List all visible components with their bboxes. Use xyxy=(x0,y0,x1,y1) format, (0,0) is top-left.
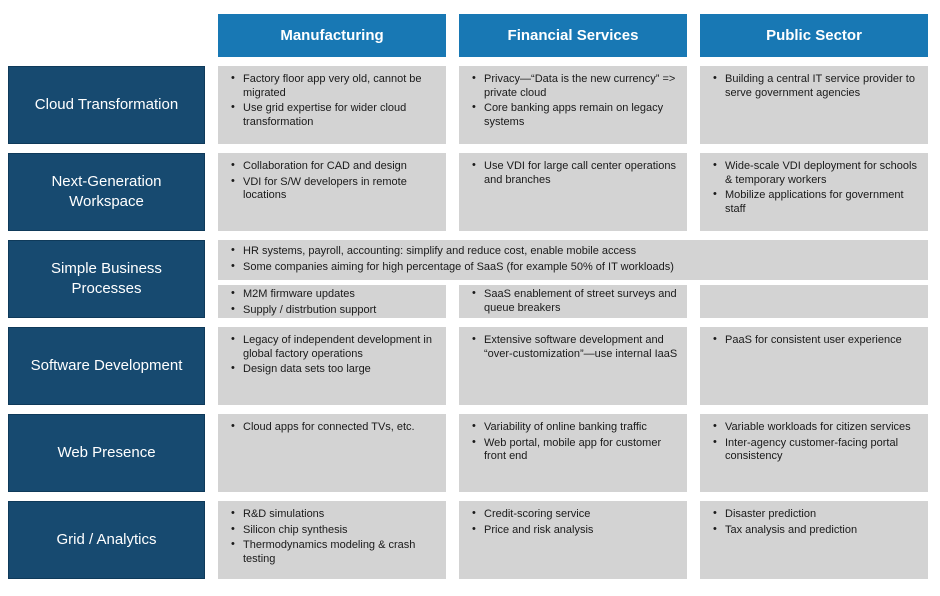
bullet-item: Silicon chip synthesis xyxy=(230,523,438,538)
row-header-software-development: Software Development xyxy=(8,327,205,405)
bullet-item: Variable workloads for citizen services xyxy=(712,420,920,435)
row-header-cloud-transformation: Cloud Transformation xyxy=(8,66,205,144)
bullet-item: Web portal, mobile app for customer fron… xyxy=(471,436,679,464)
bullet-list: M2M firmware updatesSupply / distrbution… xyxy=(218,285,446,318)
row-header-next-generation-workspace: Next-Generation Workspace xyxy=(8,153,205,231)
bullet-item: Core banking apps remain on legacy syste… xyxy=(471,101,679,129)
bullet-list: PaaS for consistent user experience xyxy=(700,327,928,355)
bullet-item: Use VDI for large call center operations… xyxy=(471,159,679,187)
row-header-web-presence: Web Presence xyxy=(8,414,205,492)
bullet-item: HR systems, payroll, accounting: simplif… xyxy=(230,244,920,259)
bullet-item: Thermodynamics modeling & crash testing xyxy=(230,538,438,566)
bullet-item: SaaS enablement of street surveys and qu… xyxy=(471,287,679,315)
bullet-list: HR systems, payroll, accounting: simplif… xyxy=(218,240,928,279)
bullet-list: Legacy of independent development in glo… xyxy=(218,327,446,384)
bullet-list: Building a central IT service provider t… xyxy=(700,66,928,107)
cell-grid-analytics-financial-services: Credit-scoring servicePrice and risk ana… xyxy=(459,501,687,579)
bullet-list: Credit-scoring servicePrice and risk ana… xyxy=(459,501,687,544)
cell-cloud-transformation-public-sector: Building a central IT service provider t… xyxy=(700,66,928,144)
cell-next-generation-workspace-manufacturing: Collaboration for CAD and designVDI for … xyxy=(218,153,446,231)
cell-web-presence-public-sector: Variable workloads for citizen servicesI… xyxy=(700,414,928,492)
bullet-item: Tax analysis and prediction xyxy=(712,523,920,538)
cell-web-presence-manufacturing: Cloud apps for connected TVs, etc. xyxy=(218,414,446,492)
industry-matrix-table: Manufacturing Financial Services Public … xyxy=(8,14,928,579)
bullet-item: Supply / distrbution support xyxy=(230,303,438,318)
bullet-list: Factory floor app very old, cannot be mi… xyxy=(218,66,446,137)
column-header-financial-services: Financial Services xyxy=(459,14,687,57)
bullet-item: Use grid expertise for wider cloud trans… xyxy=(230,101,438,129)
cell-next-generation-workspace-financial-services: Use VDI for large call center operations… xyxy=(459,153,687,231)
bullet-item: Factory floor app very old, cannot be mi… xyxy=(230,72,438,100)
bullet-item: PaaS for consistent user experience xyxy=(712,333,920,348)
bullet-list: Privacy—“Data is the new currency” => pr… xyxy=(459,66,687,137)
bullet-item: Legacy of independent development in glo… xyxy=(230,333,438,361)
bullet-item: Mobilize applications for government sta… xyxy=(712,188,920,216)
bullet-item: Wide-scale VDI deployment for schools & … xyxy=(712,159,920,187)
bullet-item: Credit-scoring service xyxy=(471,507,679,522)
cell-grid-analytics-manufacturing: R&D simulationsSilicon chip synthesisThe… xyxy=(218,501,446,579)
row-span-area-simple-business-processes: HR systems, payroll, accounting: simplif… xyxy=(218,240,928,318)
cell-simple-business-processes-public-sector xyxy=(700,285,928,318)
bullet-item: VDI for S/W developers in remote locatio… xyxy=(230,175,438,203)
bullet-list: Wide-scale VDI deployment for schools & … xyxy=(700,153,928,224)
cell-next-generation-workspace-public-sector: Wide-scale VDI deployment for schools & … xyxy=(700,153,928,231)
bullet-list xyxy=(700,285,928,290)
bullet-item: Building a central IT service provider t… xyxy=(712,72,920,100)
bullet-item: Variability of online banking traffic xyxy=(471,420,679,435)
spanning-cell: HR systems, payroll, accounting: simplif… xyxy=(218,240,928,280)
column-header-manufacturing: Manufacturing xyxy=(218,14,446,57)
bullet-item: Cloud apps for connected TVs, etc. xyxy=(230,420,438,435)
bullet-list: Disaster predictionTax analysis and pred… xyxy=(700,501,928,544)
row-header-grid-analytics: Grid / Analytics xyxy=(8,501,205,579)
bullet-list: Variability of online banking trafficWeb… xyxy=(459,414,687,471)
cell-simple-business-processes-manufacturing: M2M firmware updatesSupply / distrbution… xyxy=(218,285,446,318)
bullet-item: M2M firmware updates xyxy=(230,287,438,302)
corner-spacer xyxy=(8,14,205,57)
bullet-item: Inter-agency customer-facing portal cons… xyxy=(712,436,920,464)
bullet-list: Collaboration for CAD and designVDI for … xyxy=(218,153,446,210)
bullet-list: Extensive software development and “over… xyxy=(459,327,687,368)
cell-cloud-transformation-manufacturing: Factory floor app very old, cannot be mi… xyxy=(218,66,446,144)
bullet-item: Disaster prediction xyxy=(712,507,920,522)
cell-simple-business-processes-financial-services: SaaS enablement of street surveys and qu… xyxy=(459,285,687,318)
bullet-item: Design data sets too large xyxy=(230,362,438,377)
cell-grid-analytics-public-sector: Disaster predictionTax analysis and pred… xyxy=(700,501,928,579)
bullet-list: R&D simulationsSilicon chip synthesisThe… xyxy=(218,501,446,574)
cell-software-development-public-sector: PaaS for consistent user experience xyxy=(700,327,928,405)
cell-software-development-manufacturing: Legacy of independent development in glo… xyxy=(218,327,446,405)
bullet-item: Price and risk analysis xyxy=(471,523,679,538)
bullet-item: Privacy—“Data is the new currency” => pr… xyxy=(471,72,679,100)
bullet-list: Use VDI for large call center operations… xyxy=(459,153,687,194)
bullet-item: Extensive software development and “over… xyxy=(471,333,679,361)
cell-web-presence-financial-services: Variability of online banking trafficWeb… xyxy=(459,414,687,492)
bullet-list: Variable workloads for citizen servicesI… xyxy=(700,414,928,471)
bullet-item: Collaboration for CAD and design xyxy=(230,159,438,174)
row-header-simple-business-processes: Simple Business Processes xyxy=(8,240,205,318)
bullet-list: SaaS enablement of street surveys and qu… xyxy=(459,285,687,318)
bullet-item: Some companies aiming for high percentag… xyxy=(230,260,920,275)
column-header-public-sector: Public Sector xyxy=(700,14,928,57)
cell-software-development-financial-services: Extensive software development and “over… xyxy=(459,327,687,405)
bullet-list: Cloud apps for connected TVs, etc. xyxy=(218,414,446,442)
cell-cloud-transformation-financial-services: Privacy—“Data is the new currency” => pr… xyxy=(459,66,687,144)
bullet-item: R&D simulations xyxy=(230,507,438,522)
sub-row: M2M firmware updatesSupply / distrbution… xyxy=(218,285,928,318)
